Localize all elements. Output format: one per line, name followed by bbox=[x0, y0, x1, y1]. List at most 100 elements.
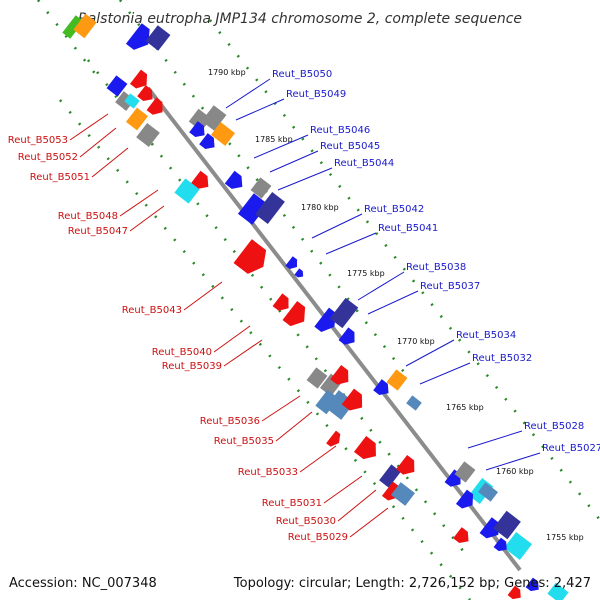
gene-features bbox=[62, 13, 569, 600]
gene-label-left-7: Reut_B5040 bbox=[152, 347, 212, 358]
gene-feature-1 bbox=[62, 15, 84, 39]
gene-feature-2 bbox=[73, 13, 97, 39]
gene-feature-45 bbox=[396, 454, 415, 475]
leader-right-5 bbox=[277, 167, 333, 191]
leader-left-9 bbox=[261, 395, 301, 422]
gene-feature-26 bbox=[282, 301, 306, 327]
gene-feature-53 bbox=[493, 510, 521, 540]
leader-left-6 bbox=[183, 281, 223, 311]
gene-label-right-8: Reut_B5038 bbox=[406, 262, 466, 273]
gene-feature-52 bbox=[479, 517, 499, 539]
gene-feature-35 bbox=[315, 389, 339, 415]
gene-feature-46 bbox=[390, 482, 416, 506]
leader-right-8 bbox=[357, 271, 405, 301]
gene-feature-8 bbox=[129, 69, 148, 89]
gene-label-left-12: Reut_B5031 bbox=[262, 498, 322, 509]
gene-label-left-5: Reut_B5047 bbox=[68, 226, 128, 237]
gene-label-right-5: Reut_B5044 bbox=[334, 158, 394, 169]
gene-label-left-9: Reut_B5036 bbox=[200, 416, 260, 427]
gene-feature-20 bbox=[237, 193, 269, 225]
leader-left-14 bbox=[349, 507, 389, 538]
leader-left-2 bbox=[79, 127, 117, 158]
gene-feature-48 bbox=[454, 461, 476, 483]
leader-left-1 bbox=[69, 113, 109, 141]
leader-left-13 bbox=[337, 489, 377, 522]
gene-feature-7 bbox=[124, 93, 140, 109]
leader-left-5 bbox=[129, 205, 165, 232]
gene-label-right-3: Reut_B5046 bbox=[310, 125, 370, 136]
leader-right-7 bbox=[325, 232, 377, 255]
leader-right-2 bbox=[235, 98, 285, 121]
gene-feature-41 bbox=[326, 430, 341, 447]
gene-label-left-8: Reut_B5039 bbox=[162, 361, 222, 372]
scale-marker-6: 1765 kbp bbox=[446, 403, 484, 412]
gene-feature-57 bbox=[507, 585, 521, 600]
scale-marker-3: 1780 kbp bbox=[301, 203, 339, 212]
gene-feature-15 bbox=[189, 121, 205, 137]
gene-feature-50 bbox=[478, 482, 498, 502]
gene-feature-31 bbox=[338, 327, 355, 345]
gene-feature-25 bbox=[272, 293, 289, 311]
leader-left-4 bbox=[119, 189, 159, 217]
gene-label-right-7: Reut_B5041 bbox=[378, 223, 438, 234]
gene-feature-27 bbox=[285, 256, 298, 270]
leader-left-3 bbox=[91, 147, 129, 178]
scale-marker-7: 1760 kbp bbox=[496, 467, 534, 476]
leader-left-10 bbox=[275, 411, 313, 442]
gene-feature-42 bbox=[353, 435, 376, 460]
gene-label-right-11: Reut_B5032 bbox=[472, 353, 532, 364]
leader-left-8 bbox=[223, 339, 263, 367]
gene-label-left-2: Reut_B5052 bbox=[18, 152, 78, 163]
leader-right-6 bbox=[311, 213, 363, 239]
gene-label-left-14: Reut_B5029 bbox=[288, 532, 348, 543]
gene-label-left-3: Reut_B5051 bbox=[30, 172, 90, 183]
gene-label-left-6: Reut_B5043 bbox=[122, 305, 182, 316]
gene-feature-54 bbox=[503, 531, 533, 561]
gene-feature-12 bbox=[136, 122, 160, 148]
gene-label-left-11: Reut_B5033 bbox=[238, 467, 298, 478]
gene-label-right-13: Reut_B5027 bbox=[542, 443, 600, 454]
dotted-track-5 bbox=[58, 99, 472, 600]
gene-feature-23 bbox=[174, 178, 200, 204]
gene-feature-37 bbox=[341, 388, 363, 411]
gene-feature-22 bbox=[190, 170, 209, 189]
gene-label-right-6: Reut_B5042 bbox=[364, 204, 424, 215]
leader-left-12 bbox=[323, 475, 363, 504]
leader-right-12 bbox=[467, 430, 523, 449]
gene-feature-55 bbox=[493, 537, 507, 552]
gene-label-right-4: Reut_B5045 bbox=[320, 141, 380, 152]
scale-marker-4: 1775 kbp bbox=[347, 269, 385, 278]
gene-feature-3 bbox=[125, 23, 150, 50]
gene-feature-4 bbox=[145, 25, 171, 51]
gene-feature-9 bbox=[137, 85, 153, 101]
leader-right-1 bbox=[225, 78, 271, 109]
topology-text: Topology: circular; Length: 2,726,152 bp… bbox=[233, 576, 591, 591]
gene-feature-5 bbox=[106, 75, 128, 97]
gene-label-right-9: Reut_B5037 bbox=[420, 281, 480, 292]
scale-marker-1: 1790 kbp bbox=[208, 68, 246, 77]
leader-right-3 bbox=[253, 134, 309, 159]
gene-feature-58 bbox=[525, 577, 539, 592]
label-leaders bbox=[69, 78, 541, 538]
gene-label-right-2: Reut_B5049 bbox=[286, 89, 346, 100]
dotted-track-1 bbox=[36, 0, 102, 81]
gene-feature-17 bbox=[199, 133, 215, 149]
gene-feature-39 bbox=[386, 369, 408, 391]
leader-right-11 bbox=[419, 362, 471, 385]
gene-feature-18 bbox=[224, 170, 243, 189]
leader-right-10 bbox=[405, 339, 455, 367]
gene-feature-29 bbox=[314, 307, 336, 332]
leader-right-4 bbox=[269, 150, 319, 173]
gene-labels: Reut_B5050Reut_B5049Reut_B5046Reut_B5045… bbox=[8, 69, 600, 543]
map-title: Ralstonia eutropha JMP134 chromosome 2, … bbox=[78, 11, 522, 27]
gene-label-left-13: Reut_B5030 bbox=[276, 516, 336, 527]
accession-text: Accession: NC_007348 bbox=[9, 576, 157, 591]
gene-feature-24 bbox=[233, 239, 267, 274]
gene-feature-19 bbox=[250, 177, 272, 199]
gene-feature-32 bbox=[306, 367, 328, 389]
leader-right-13 bbox=[485, 452, 541, 471]
scale-marker-8: 1755 kbp bbox=[546, 533, 584, 542]
scale-marker-2: 1785 kbp bbox=[255, 135, 293, 144]
gene-feature-30 bbox=[329, 297, 359, 329]
